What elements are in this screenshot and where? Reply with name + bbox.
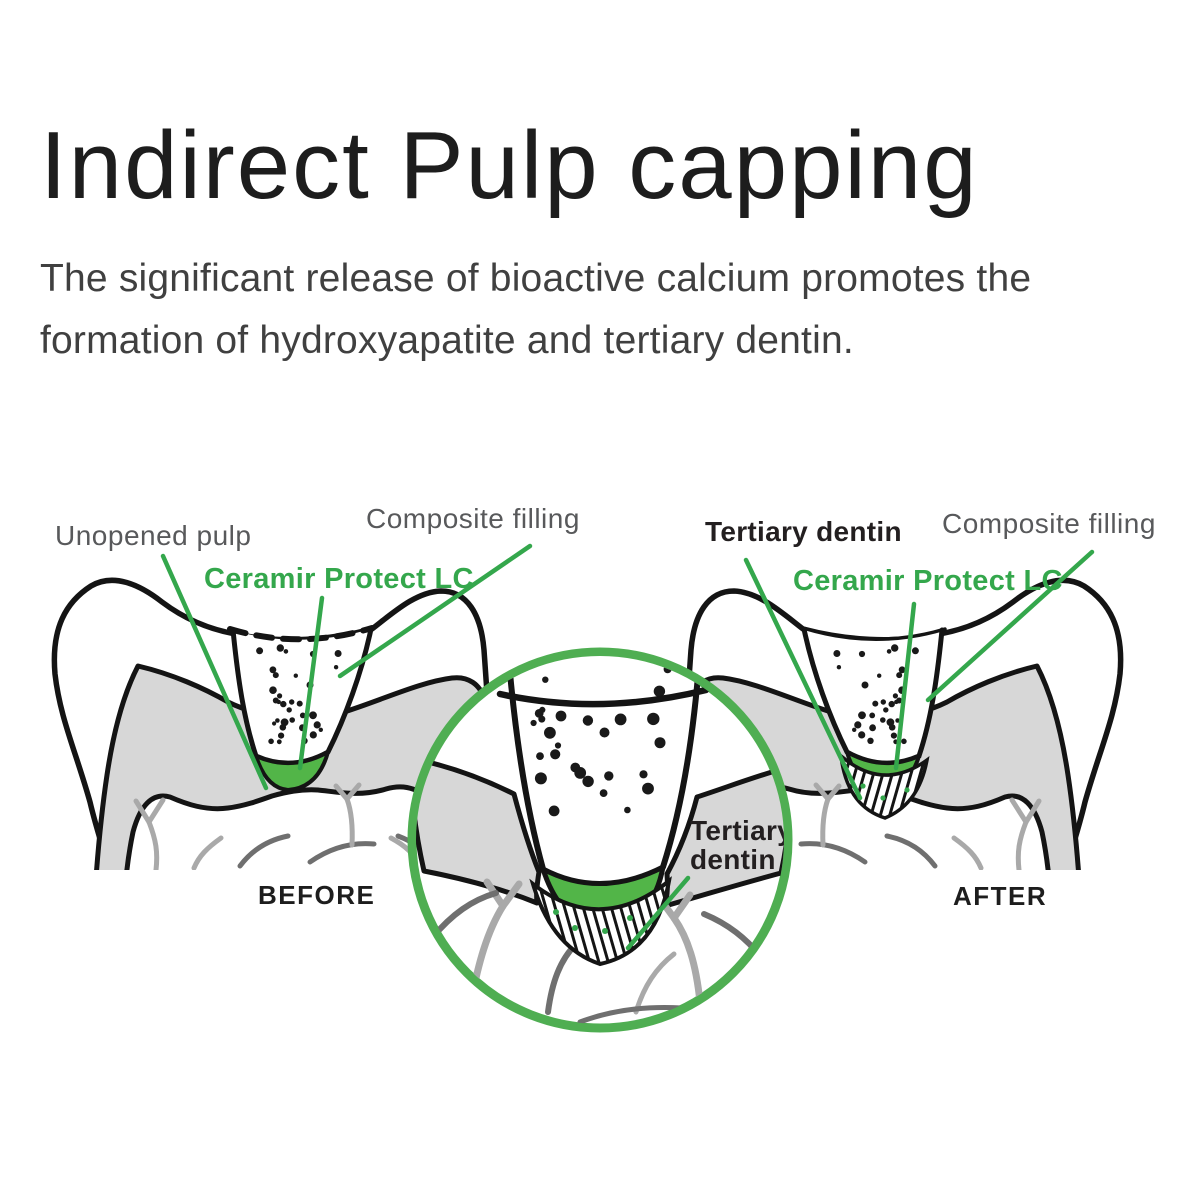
before-caption: BEFORE xyxy=(258,880,375,910)
cavity-open-margin-dashed xyxy=(227,625,375,643)
magnifier-label-line1: Tertiary xyxy=(690,815,793,846)
composite-filling-label-before: Composite filling xyxy=(366,503,580,534)
subtitle-line-2: formation of hydroxyapatite and tertiary… xyxy=(40,319,854,362)
composite-pointer-before xyxy=(337,543,533,679)
ceramir-pointer-after xyxy=(893,601,917,771)
subtitle-line-1: The significant release of bioactive cal… xyxy=(40,257,1032,300)
leader-lines xyxy=(160,543,1095,801)
cavity-restored-margin xyxy=(801,626,947,641)
composite-filling-label-after: Composite filling xyxy=(942,508,1156,539)
ceramir-label-before: Ceramir Protect LC xyxy=(204,563,474,595)
after-caption: AFTER xyxy=(953,881,1047,911)
magnifier-content: Tertiary dentin xyxy=(416,656,793,1024)
before-tooth xyxy=(54,580,505,908)
page-title: Indirect Pulp capping xyxy=(40,112,979,220)
magnified-cavity-top xyxy=(496,686,710,708)
after-tooth xyxy=(670,580,1121,908)
unopened-pulp-label: Unopened pulp xyxy=(55,520,251,551)
diagram-labels: Unopened pulp Composite filling Ceramir … xyxy=(55,503,1156,911)
magnified-cavity xyxy=(508,656,700,883)
unopened-pulp-pointer xyxy=(160,553,269,791)
ceramir-label-after: Ceramir Protect LC xyxy=(793,565,1063,597)
tertiary-dentin-hatch xyxy=(838,751,930,820)
tertiary-dentin-label-after: Tertiary dentin xyxy=(705,516,902,547)
magnifier-tertiary-dentin-pointer xyxy=(625,875,691,951)
page-subtitle: The significant release of bioactive cal… xyxy=(40,248,1160,372)
composite-pointer-after xyxy=(925,549,1095,703)
tertiary-dentin-pointer-after xyxy=(743,557,863,801)
magnifier-label-line2: dentin xyxy=(690,844,776,875)
ceramir-pointer-before xyxy=(297,595,325,771)
magnified-composite-dots xyxy=(530,665,672,817)
